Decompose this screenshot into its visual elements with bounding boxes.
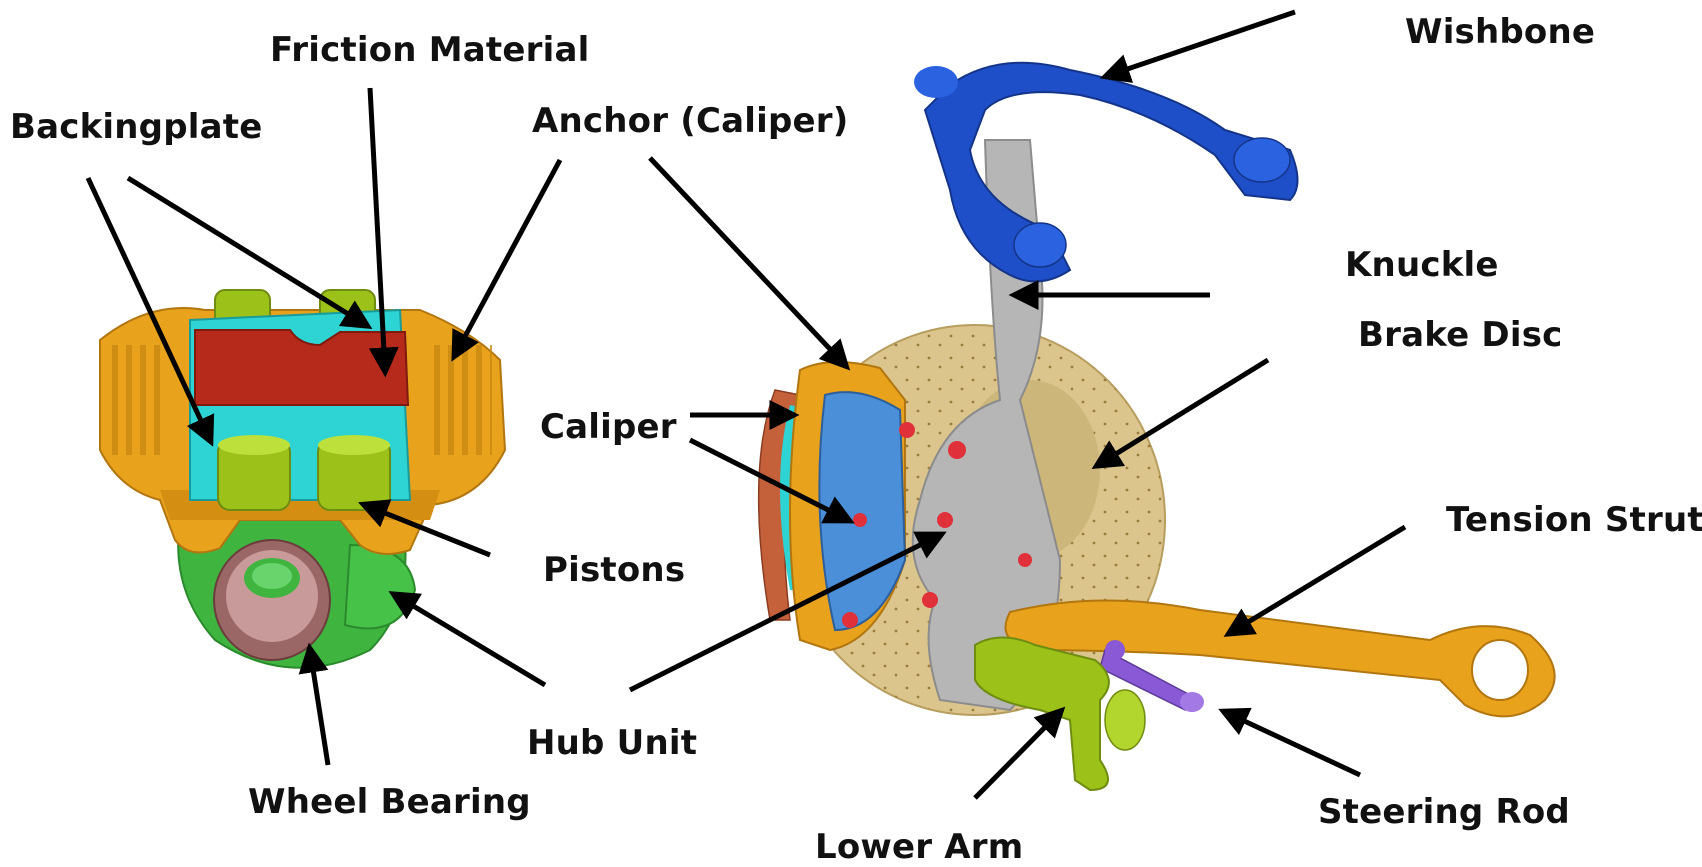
arrow-anchor-right: [650, 158, 845, 365]
friction-material: [195, 330, 408, 405]
label-tension-strut: Tension Strut: [1446, 503, 1702, 537]
arrow-steering-rod: [1225, 712, 1360, 775]
label-wishbone: Wishbone: [1405, 15, 1595, 49]
label-steering-rod: Steering Rod: [1318, 795, 1570, 829]
wishbone: [914, 63, 1298, 282]
label-friction-material: Friction Material: [270, 33, 589, 67]
left-caliper-assembly: [100, 290, 505, 668]
arrow-tension-strut: [1230, 527, 1405, 633]
arrow-wheel-bearing-housing: [395, 595, 545, 685]
label-wheel-bearing: Wheel Bearing: [248, 785, 531, 819]
label-hub-unit: Hub Unit: [527, 726, 697, 760]
label-knuckle: Knuckle: [1345, 248, 1499, 282]
wheel-bearing: [214, 540, 330, 660]
label-brake-disc: Brake Disc: [1358, 318, 1563, 352]
label-pistons: Pistons: [543, 553, 685, 587]
arrow-wishbone: [1107, 12, 1295, 76]
label-anchor-caliper: Anchor (Caliper): [532, 104, 849, 138]
label-caliper: Caliper: [540, 410, 677, 444]
arrow-anchor-left: [455, 160, 560, 355]
label-backingplate: Backingplate: [10, 110, 262, 144]
arrow-lower-arm: [975, 712, 1060, 798]
label-lower-arm: Lower Arm: [815, 830, 1023, 864]
